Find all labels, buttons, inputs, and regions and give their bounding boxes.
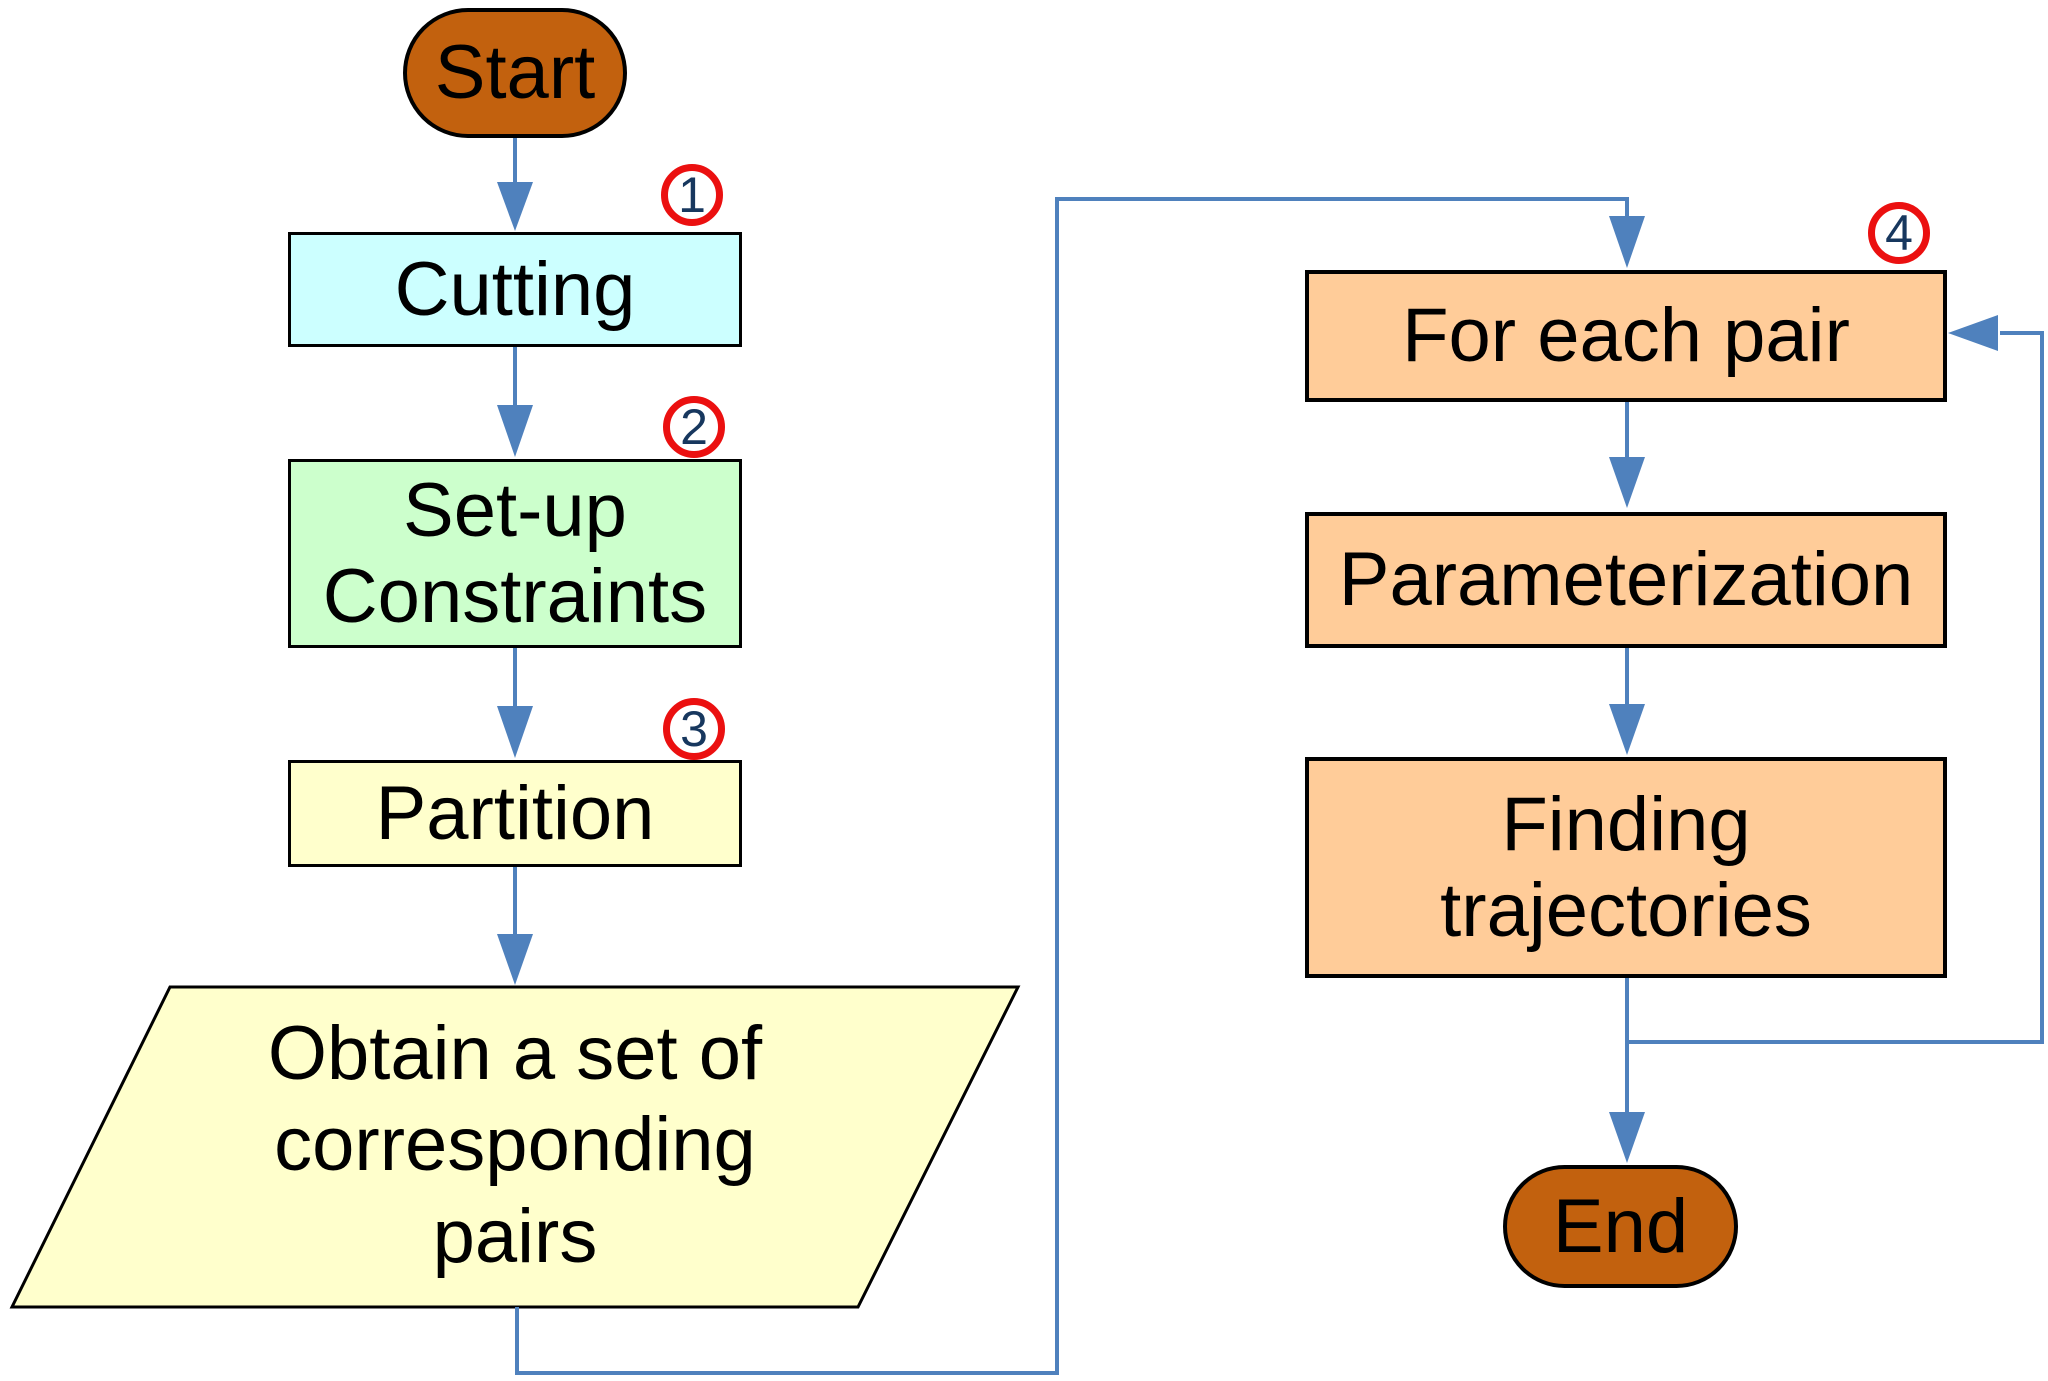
node-for-each-pair: For each pair — [1305, 270, 1947, 402]
edge-cutting-to-setup — [497, 347, 533, 457]
edge-start-to-cutting — [497, 138, 533, 231]
edge-line — [515, 197, 1629, 1375]
step-badge-1: 1 — [661, 164, 723, 226]
arrowhead-down-icon — [497, 405, 533, 457]
start-label: Start — [434, 30, 596, 116]
step-badge-1-number: 1 — [678, 167, 706, 223]
node-start: Start — [403, 8, 627, 138]
step-badge-2-number: 2 — [680, 399, 708, 455]
node-end: End — [1503, 1165, 1738, 1288]
obtain-pairs-label-box: Obtain a set of corresponding pairs — [150, 995, 880, 1295]
end-label: End — [1552, 1183, 1689, 1269]
edge-partition-to-obtain — [497, 867, 533, 985]
obtain-pairs-parallelogram — [9, 985, 1021, 1309]
edge-line — [1627, 331, 2044, 1044]
arrowhead-down-icon — [1609, 1112, 1645, 1163]
partition-label: Partition — [375, 770, 655, 856]
node-parameterization: Parameterization — [1305, 512, 1947, 648]
arrowhead-down-icon — [497, 706, 533, 758]
step-badge-3: 3 — [663, 698, 725, 760]
arrowhead-down-icon — [1609, 216, 1645, 268]
node-setup-constraints: Set-up Constraints — [288, 459, 742, 648]
step-badge-4-number: 4 — [1885, 205, 1913, 261]
edge-setup-to-partition — [497, 648, 533, 758]
setup-constraints-label: Set-up Constraints — [322, 468, 708, 639]
obtain-pairs-label: Obtain a set of corresponding pairs — [267, 1011, 763, 1279]
step-badge-3-number: 3 — [680, 701, 708, 757]
arrowhead-down-icon — [497, 934, 533, 985]
arrowhead-down-icon — [497, 182, 533, 231]
node-partition: Partition — [288, 760, 742, 867]
node-finding-trajectories: Finding trajectories — [1305, 757, 1947, 978]
arrowhead-left-icon — [1948, 315, 1998, 351]
node-cutting: Cutting — [288, 232, 742, 347]
arrowhead-down-icon — [1609, 704, 1645, 755]
edge-for-each-pair-to-parameterization — [1609, 402, 1645, 508]
for-each-pair-label: For each pair — [1402, 293, 1850, 379]
edge-obtain-to-for-each-pair — [515, 197, 1645, 1375]
cutting-label: Cutting — [394, 246, 636, 332]
parameterization-label: Parameterization — [1338, 537, 1914, 623]
edge-loop-back-to-for-each-pair — [1627, 315, 2044, 1044]
edge-parameterization-to-finding — [1609, 648, 1645, 755]
finding-trajectories-label: Finding trajectories — [1440, 782, 1812, 953]
step-badge-2: 2 — [663, 396, 725, 458]
arrowhead-down-icon — [1609, 457, 1645, 508]
step-badge-4: 4 — [1868, 202, 1930, 264]
edge-finding-to-end — [1609, 978, 1645, 1163]
